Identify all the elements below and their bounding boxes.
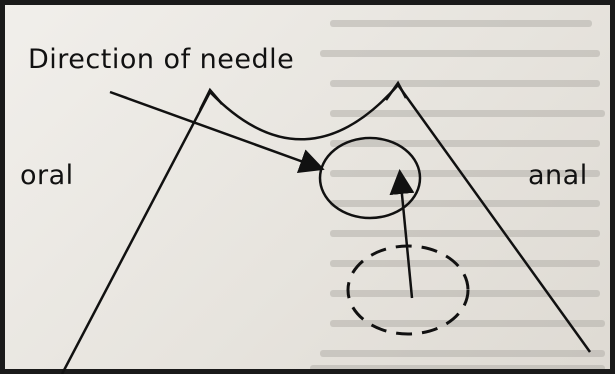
left-leg-line (62, 92, 210, 374)
top-arc-curve (210, 85, 398, 139)
needle-direction-arrow (110, 92, 320, 168)
oral-label: oral (20, 160, 74, 191)
exit-circle (320, 138, 420, 218)
anal-label: anal (528, 160, 588, 191)
direction-of-needle-label: Direction of needle (28, 44, 294, 75)
right-leg-line (398, 85, 590, 352)
right-cusp (386, 83, 406, 100)
movement-arrow (400, 174, 412, 298)
